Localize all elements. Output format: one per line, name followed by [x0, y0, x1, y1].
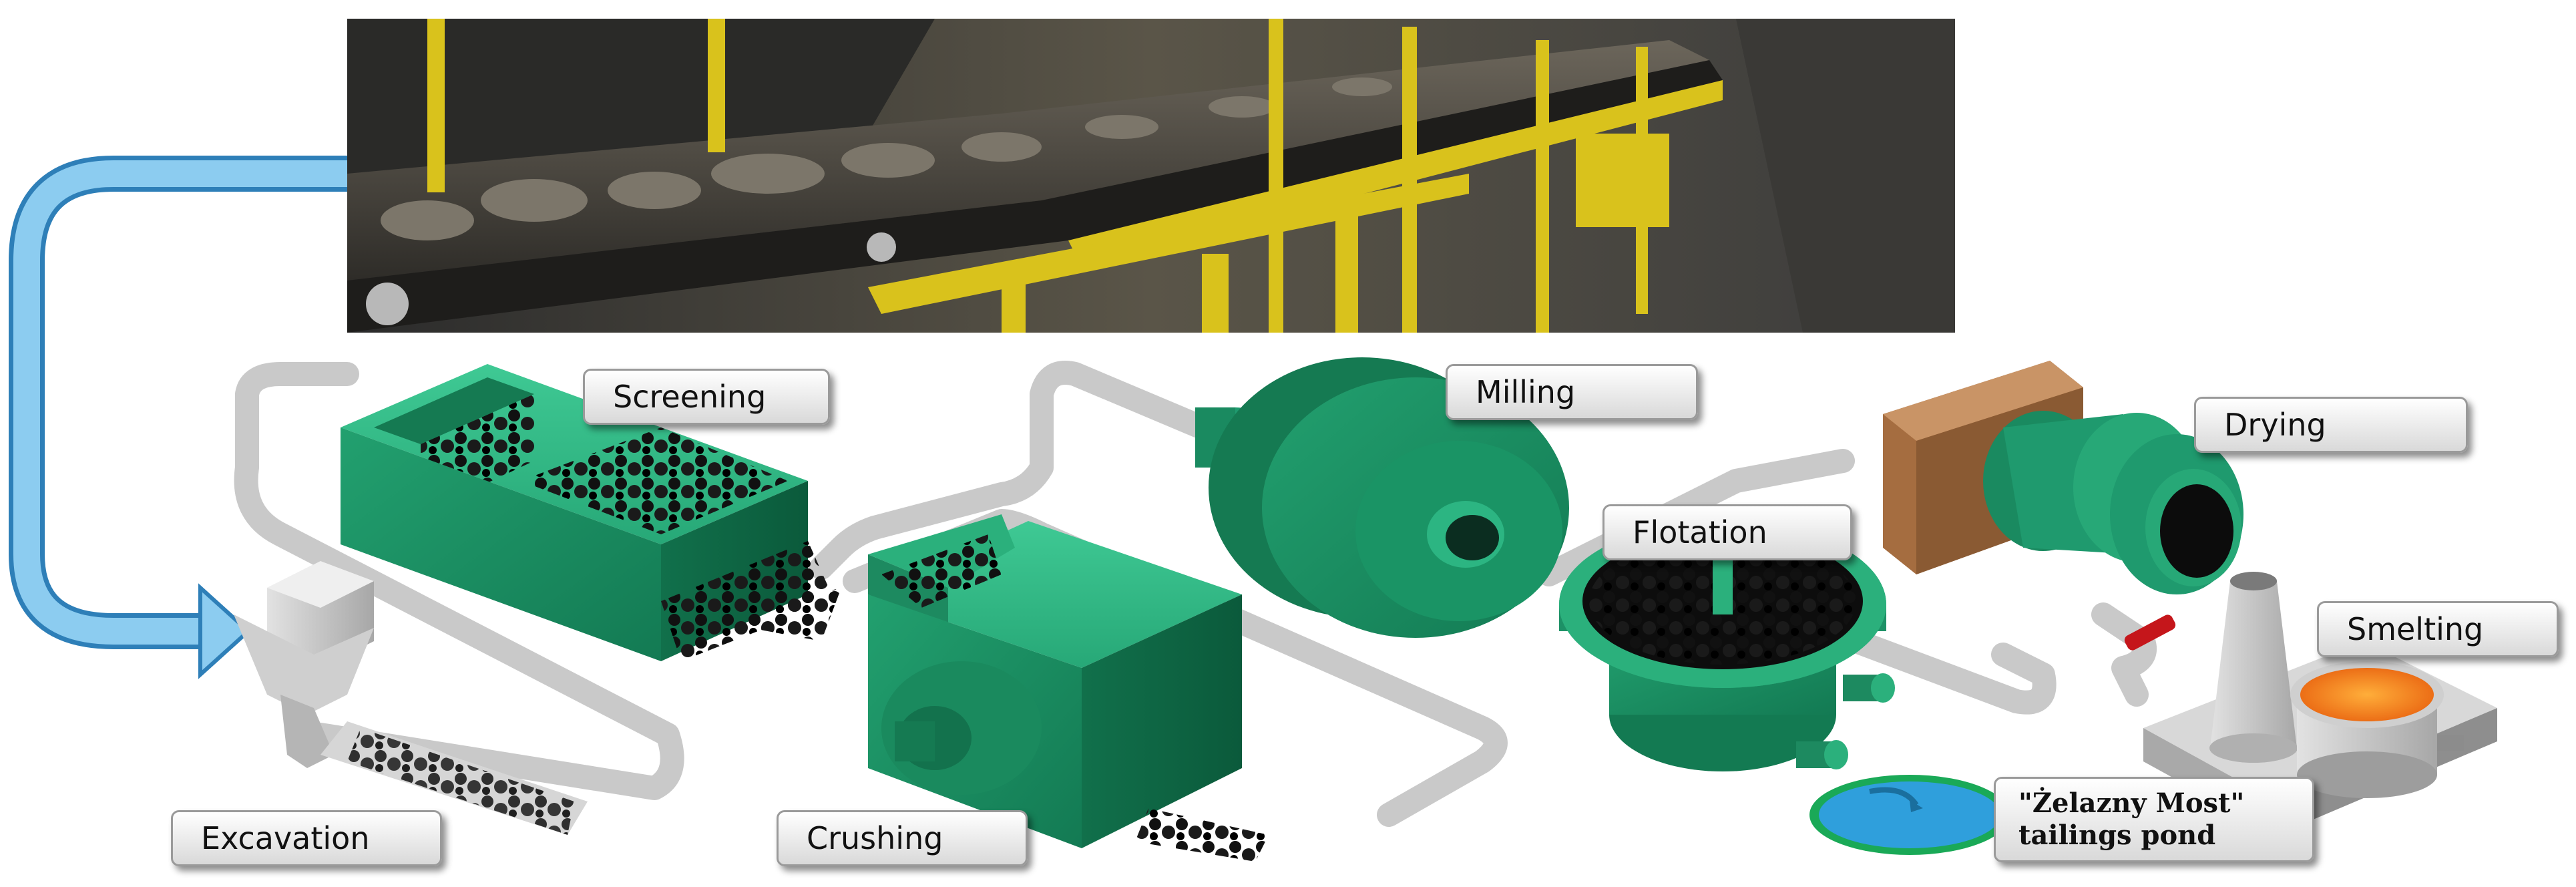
flow-arrow-icon [9, 156, 347, 679]
conveyor-belt-photo [347, 19, 1955, 333]
screening-machine-icon [341, 364, 841, 661]
label-smelting: Smelting [2317, 601, 2559, 657]
rotary-dryer-icon [1883, 361, 2243, 594]
excavation-hopper-icon [234, 561, 588, 835]
crusher-icon [868, 514, 1269, 862]
ball-mill-icon [1195, 357, 1569, 638]
flotation-cell-icon [1559, 521, 1895, 771]
tailings-pond-icon [1809, 775, 2010, 855]
label-screening: Screening [583, 369, 830, 425]
label-crushing: Crushing [777, 810, 1028, 866]
label-tailings-pond: "Żelazny Most" tailings pond [1994, 777, 2314, 862]
label-milling: Milling [1446, 364, 1698, 420]
label-drying: Drying [2194, 397, 2468, 453]
label-tailings-pond-line1: "Żelazny Most" [2018, 787, 2245, 819]
label-flotation: Flotation [1602, 504, 1852, 560]
label-tailings-pond-line2: tailings pond [2018, 820, 2216, 851]
label-excavation: Excavation [171, 810, 442, 866]
